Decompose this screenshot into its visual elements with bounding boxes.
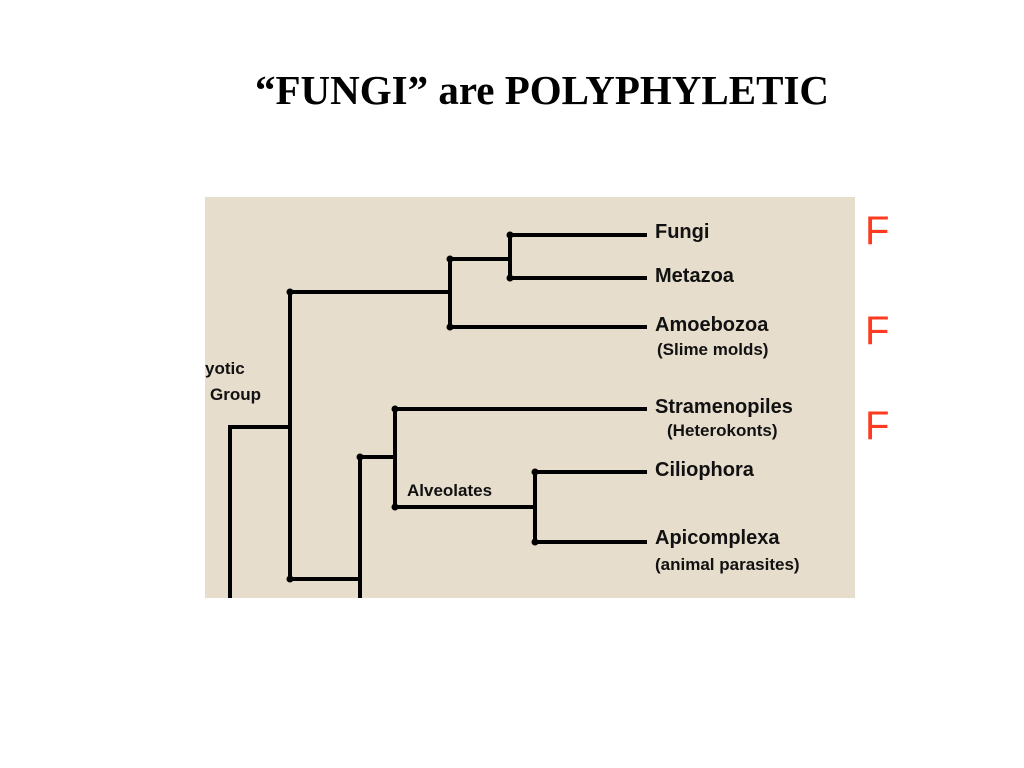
label-fungi: Fungi xyxy=(655,221,710,243)
label-stramenopiles-note: (Heterokonts) xyxy=(667,421,778,440)
fungus-marker-fungi: F xyxy=(865,209,890,253)
label-metazoa: Metazoa xyxy=(655,265,734,287)
label-amoebozoa-note: (Slime molds) xyxy=(657,340,769,359)
label-stramenopiles: Stramenopiles xyxy=(655,396,793,418)
label-apicomplexa-note: (animal parasites) xyxy=(655,555,800,574)
label-alveolates: Alveolates xyxy=(407,481,493,500)
fungus-marker-amoebozoa: F xyxy=(865,309,890,353)
label-group-line2: Group xyxy=(210,385,261,404)
slide-title: “FUNGI” are POLYPHYLETIC xyxy=(254,67,830,113)
label-apicomplexa: Apicomplexa xyxy=(655,527,780,549)
label-group-line1: yotic xyxy=(205,359,245,378)
phylogenetic-tree-image: Fungi Metazoa Amoebozoa (Slime molds) St… xyxy=(205,197,855,598)
label-amoebozoa: Amoebozoa xyxy=(655,314,769,336)
tree-branches xyxy=(228,231,647,598)
fungus-marker-stramenopiles: F xyxy=(865,404,890,448)
label-ciliophora: Ciliophora xyxy=(655,459,754,481)
